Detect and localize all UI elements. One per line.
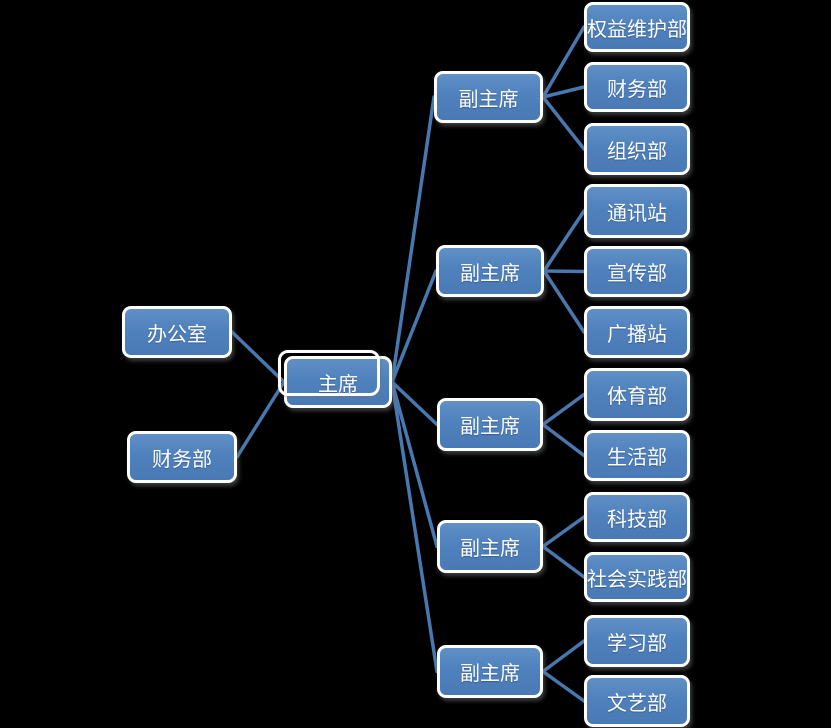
node-label-study: 学习部: [607, 632, 667, 655]
node-finance-2: 财务部: [584, 62, 690, 112]
connector-vp2-pub: [542, 269, 586, 274]
node-communication: 通讯站: [584, 184, 690, 238]
connector-chair-vp5: [390, 380, 439, 674]
node-organization: 组织部: [584, 123, 690, 175]
node-label-rights-protection: 权益维护部: [587, 18, 687, 41]
connector-chair-vp2: [390, 269, 438, 384]
node-social-practice: 社会实践部: [584, 552, 690, 602]
node-label-publicity: 宣传部: [607, 263, 667, 285]
node-label-broadcasting: 广播站: [607, 323, 667, 346]
connector-chair-vp4: [390, 380, 439, 549]
node-vice-chairman-4: 副主席: [437, 520, 543, 573]
node-label-organization: 组织部: [607, 140, 667, 163]
node-label-vice-chairman-1: 副主席: [458, 88, 519, 111]
node-science-tech: 科技部: [584, 492, 690, 542]
connector-vp3-life: [541, 422, 586, 458]
connector-office-chair: [230, 330, 286, 384]
connector-vp1-org: [541, 95, 586, 151]
node-broadcasting: 广播站: [584, 306, 690, 358]
connector-vp5-arts: [541, 669, 586, 703]
node-label-finance-2: 财务部: [607, 78, 667, 101]
node-vice-chairman-1: 副主席: [434, 71, 543, 123]
node-study: 学习部: [584, 615, 690, 667]
node-vice-chairman-3: 副主席: [437, 398, 543, 451]
connector-chair-vp1: [390, 95, 436, 384]
node-label-science-tech: 科技部: [607, 508, 667, 531]
node-label-vice-chairman-5: 副主席: [460, 663, 520, 685]
node-publicity: 宣传部: [584, 246, 690, 297]
connector-vp2-comm: [542, 209, 586, 273]
node-label-finance: 财务部: [152, 448, 212, 471]
node-label-chairman: 主席: [318, 373, 358, 396]
node-vice-chairman-2: 副主席: [436, 245, 544, 297]
connector-finleft-chair: [235, 380, 286, 459]
node-label-sports: 体育部: [607, 386, 667, 408]
node-rights-protection: 权益维护部: [584, 2, 690, 52]
node-label-vice-chairman-3: 副主席: [460, 416, 520, 438]
connector-vp1-rights: [541, 25, 586, 99]
node-student-life: 生活部: [584, 430, 690, 481]
node-finance: 财务部: [127, 431, 237, 483]
node-vice-chairman-5: 副主席: [437, 645, 543, 698]
connector-vp1-fin2: [541, 85, 586, 99]
node-label-communication: 通讯站: [607, 202, 667, 225]
connector-vp5-study: [541, 639, 586, 674]
node-label-office: 办公室: [147, 323, 207, 346]
node-label-vice-chairman-2: 副主席: [460, 262, 520, 285]
node-office: 办公室: [122, 306, 232, 358]
connector-vp4-tech: [541, 515, 586, 549]
connector-chair-vp3: [390, 380, 439, 427]
node-label-social-practice: 社会实践部: [587, 568, 687, 591]
node-label-arts: 文艺部: [607, 692, 667, 715]
connector-vp4-social: [541, 544, 586, 579]
connector-vp3-sport: [541, 392, 586, 427]
node-label-vice-chairman-4: 副主席: [460, 538, 520, 560]
node-label-student-life: 生活部: [607, 447, 667, 469]
node-arts: 文艺部: [584, 675, 690, 727]
node-chairman: 主席: [278, 350, 392, 408]
node-sports: 体育部: [584, 368, 690, 421]
connector-vp2-bcast: [542, 269, 586, 334]
